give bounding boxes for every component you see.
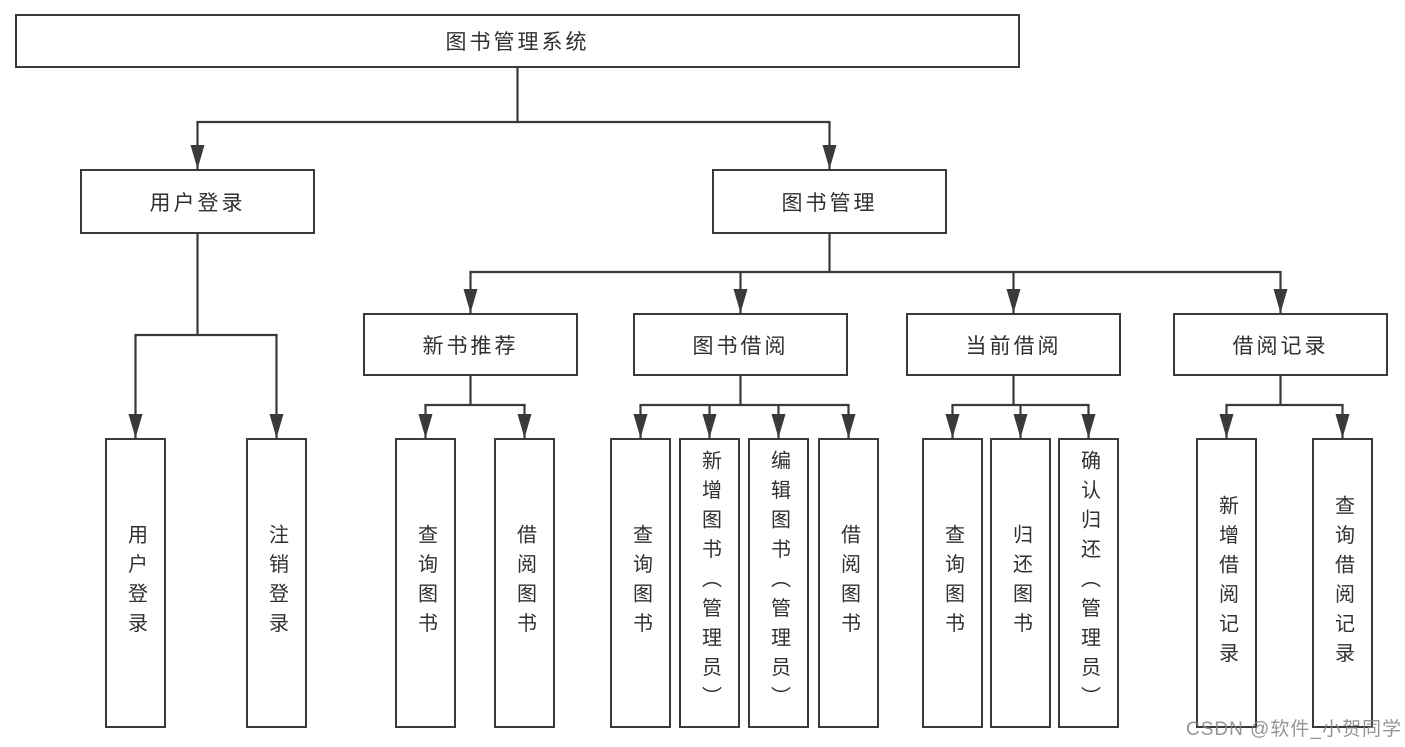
node-borrow-records: 借阅记录	[1173, 313, 1388, 376]
node-library-management-system: 图书管理系统	[15, 14, 1020, 68]
leaf-query-books-1: 查询图书	[395, 438, 456, 728]
leaf-borrow-books-1: 借阅图书	[494, 438, 555, 728]
leaf-user-login: 用户登录	[105, 438, 166, 728]
leaf-add-books-admin: 新增图书（管理员）	[679, 438, 740, 728]
node-label: 注销登录	[265, 524, 288, 642]
node-user-login: 用户登录	[80, 169, 315, 234]
leaf-logout: 注销登录	[246, 438, 307, 728]
leaf-edit-books-admin: 编辑图书（管理员）	[748, 438, 809, 728]
connector-root-split	[196, 66, 831, 124]
node-label: 新书推荐	[422, 334, 519, 358]
node-label: 查询图书	[941, 524, 964, 642]
node-label: 归还图书	[1009, 524, 1032, 642]
connector-book-mgmt-split	[469, 232, 1282, 274]
connector-new-book-split	[424, 374, 526, 407]
node-label: 查询借阅记录	[1331, 494, 1354, 672]
leaf-add-borrow-record: 新增借阅记录	[1196, 438, 1257, 728]
node-label: 图书管理	[781, 191, 878, 215]
node-label: 当前借阅	[965, 334, 1062, 358]
node-label: 借阅图书	[837, 524, 860, 642]
node-label: 用户登录	[124, 524, 147, 642]
connector-book-borrow-split	[639, 374, 850, 407]
node-label: 用户登录	[149, 191, 246, 215]
leaf-borrow-books-2: 借阅图书	[818, 438, 879, 728]
leaf-query-books-2: 查询图书	[610, 438, 671, 728]
node-label: 编辑图书（管理员）	[767, 450, 790, 716]
connector-borrow-records-split	[1225, 374, 1344, 407]
node-label: 新增图书（管理员）	[698, 450, 721, 716]
connector-user-login-split	[134, 232, 278, 337]
node-new-book-recommend: 新书推荐	[363, 313, 578, 376]
leaf-query-books-3: 查询图书	[922, 438, 983, 728]
connector-current-borrow-split	[951, 374, 1090, 407]
node-label: 确认归还（管理员）	[1077, 450, 1100, 716]
watermark-text: CSDN @软件_小贺同学	[1186, 719, 1402, 740]
node-label: 新增借阅记录	[1215, 494, 1238, 672]
node-label: 查询图书	[629, 524, 652, 642]
node-label: 图书管理系统	[445, 31, 590, 54]
node-label: 借阅记录	[1232, 334, 1329, 358]
leaf-confirm-return-admin: 确认归还（管理员）	[1058, 438, 1119, 728]
node-label: 借阅图书	[513, 524, 536, 642]
node-book-management: 图书管理	[712, 169, 947, 234]
node-label: 查询图书	[414, 524, 437, 642]
node-book-borrow: 图书借阅	[633, 313, 848, 376]
node-current-borrow: 当前借阅	[906, 313, 1121, 376]
leaf-query-borrow-record: 查询借阅记录	[1312, 438, 1373, 728]
leaf-return-books: 归还图书	[990, 438, 1051, 728]
node-label: 图书借阅	[692, 334, 789, 358]
